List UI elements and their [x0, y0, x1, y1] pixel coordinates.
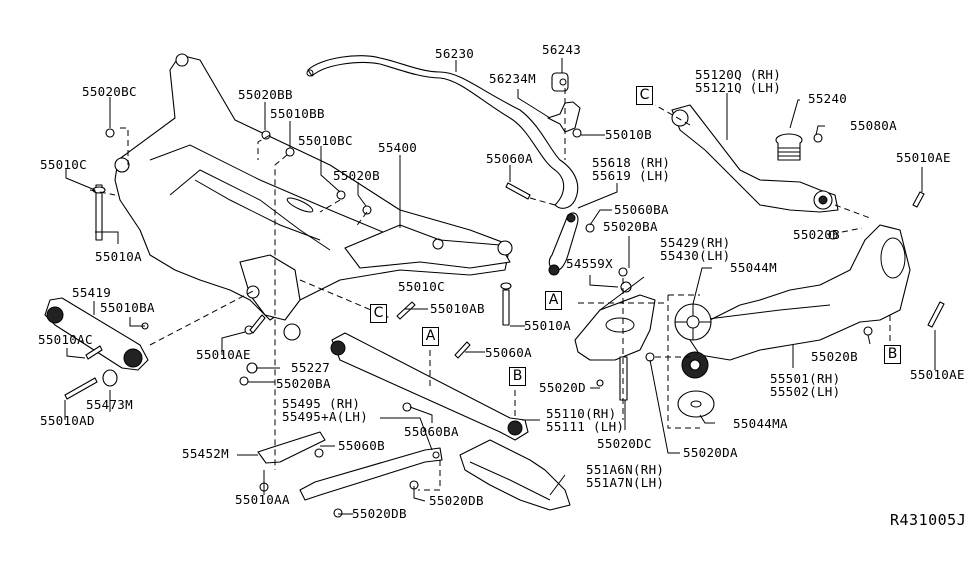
label-55430: 55430(LH) [660, 248, 731, 263]
ref-marker-b-left: B [509, 367, 526, 386]
insulator-55044M[interactable] [674, 303, 712, 379]
label-551A6N: 551A6N(RH) [586, 462, 665, 477]
label-55240: 55240 [808, 91, 848, 106]
label-55010AD: 55010AD [40, 413, 95, 428]
lower-link-bracket-55429[interactable] [574, 294, 656, 361]
label-55419: 55419 [72, 285, 112, 300]
label-55010AB: 55010AB [430, 301, 485, 316]
label-55010A-left: 55010A [95, 249, 142, 264]
label-55010AC: 55010AC [38, 332, 93, 347]
label-55429: 55429(RH) [660, 235, 731, 250]
label-55495-rh: 55495 (RH) [282, 396, 361, 411]
ref-marker-a-left: A [422, 327, 439, 346]
label-55452M: 55452M [182, 446, 229, 461]
label-55020B-right: 55020B [811, 349, 858, 364]
label-55044MA: 55044MA [733, 416, 788, 431]
ref-marker-b-right: B [884, 345, 901, 364]
label-55121Q: 55121Q (LH) [695, 80, 782, 95]
label-55501: 55501(RH) [770, 371, 841, 386]
label-55010AE-upper: 55010AE [896, 150, 951, 165]
label-55060B: 55060B [338, 438, 385, 453]
label-55020BA-lower: 55020BA [276, 376, 331, 391]
label-55618: 55618 (RH) [592, 155, 671, 170]
label-56243: 56243 [542, 42, 582, 57]
label-55010C-right: 55010C [398, 279, 445, 294]
label-55010B: 55010B [605, 127, 652, 142]
label-55010A-right: 55010A [524, 318, 571, 333]
leader-lines [64, 58, 936, 515]
rod-55495[interactable] [299, 447, 443, 501]
fasteners [64, 128, 945, 518]
label-55080A: 55080A [850, 118, 897, 133]
label-55010BC: 55010BC [298, 133, 353, 148]
cover-551A6N[interactable] [459, 439, 571, 511]
stay-55452M[interactable] [257, 431, 326, 464]
stabilizer-bar-56230[interactable] [306, 55, 579, 209]
label-55020BA-upper: 55020BA [603, 219, 658, 234]
label-55010BA: 55010BA [100, 300, 155, 315]
label-55020DA: 55020DA [683, 445, 738, 460]
ref-marker-a-right: A [545, 291, 562, 310]
label-56234M: 56234M [489, 71, 536, 86]
label-55060A-upper: 55060A [486, 151, 533, 166]
label-55400: 55400 [378, 140, 418, 155]
bump-stopper-55240[interactable] [775, 133, 803, 161]
label-55010AA: 55010AA [235, 492, 290, 507]
bushing-56243[interactable] [551, 72, 569, 92]
label-55473M: 55473M [86, 397, 133, 412]
label-55020DB: 55020DB [429, 493, 484, 508]
label-54559X: 54559X [566, 256, 613, 271]
label-55020BC: 55020BC [82, 84, 137, 99]
label-55502: 55502(LH) [770, 384, 841, 399]
insulator-55044MA[interactable] [677, 390, 715, 418]
label-551A7N: 551A7N(LH) [586, 475, 665, 490]
label-55060A-lower: 55060A [485, 345, 532, 360]
upper-arm-55120Q[interactable] [671, 104, 839, 213]
label-55619: 55619 (LH) [592, 168, 671, 183]
label-56230: 56230 [435, 46, 475, 61]
label-55110: 55110(RH) [546, 406, 617, 421]
label-55020D: 55020D [539, 380, 586, 395]
label-55020DC: 55020DC [597, 436, 652, 451]
label-55120Q: 55120Q (RH) [695, 67, 782, 82]
label-55044M: 55044M [730, 260, 777, 275]
label-55020BB: 55020BB [238, 87, 293, 102]
label-55227: 55227 [291, 360, 331, 375]
knuckle-55501[interactable] [689, 224, 911, 361]
insulator-group-box [667, 294, 700, 429]
label-55010C: 55010C [40, 157, 87, 172]
suspension-member-55400[interactable] [114, 53, 513, 341]
label-55010AE-right: 55010AE [910, 367, 965, 382]
label-55010AE-left: 55010AE [196, 347, 251, 362]
label-55020B-upper-right: 55020B [793, 227, 840, 242]
ref-marker-c-upper: C [636, 86, 653, 105]
label-55020DB-lower: 55020DB [352, 506, 407, 521]
diagram-code: R431005J [890, 511, 967, 529]
stabilizer-link-55618[interactable] [548, 212, 579, 276]
label-55111: 55111 (LH) [546, 419, 625, 434]
ref-marker-c-lower: C [370, 304, 387, 323]
label-55020B: 55020B [333, 168, 380, 183]
lower-link-55110[interactable] [330, 332, 529, 441]
label-55495-a-lh: 55495+A(LH) [282, 409, 369, 424]
label-55010BB: 55010BB [270, 106, 325, 121]
link-55419[interactable] [44, 297, 149, 387]
label-55060BA-upper: 55060BA [614, 202, 669, 217]
clamp-56234M[interactable] [547, 101, 581, 133]
label-55060BA-lower: 55060BA [404, 424, 459, 439]
